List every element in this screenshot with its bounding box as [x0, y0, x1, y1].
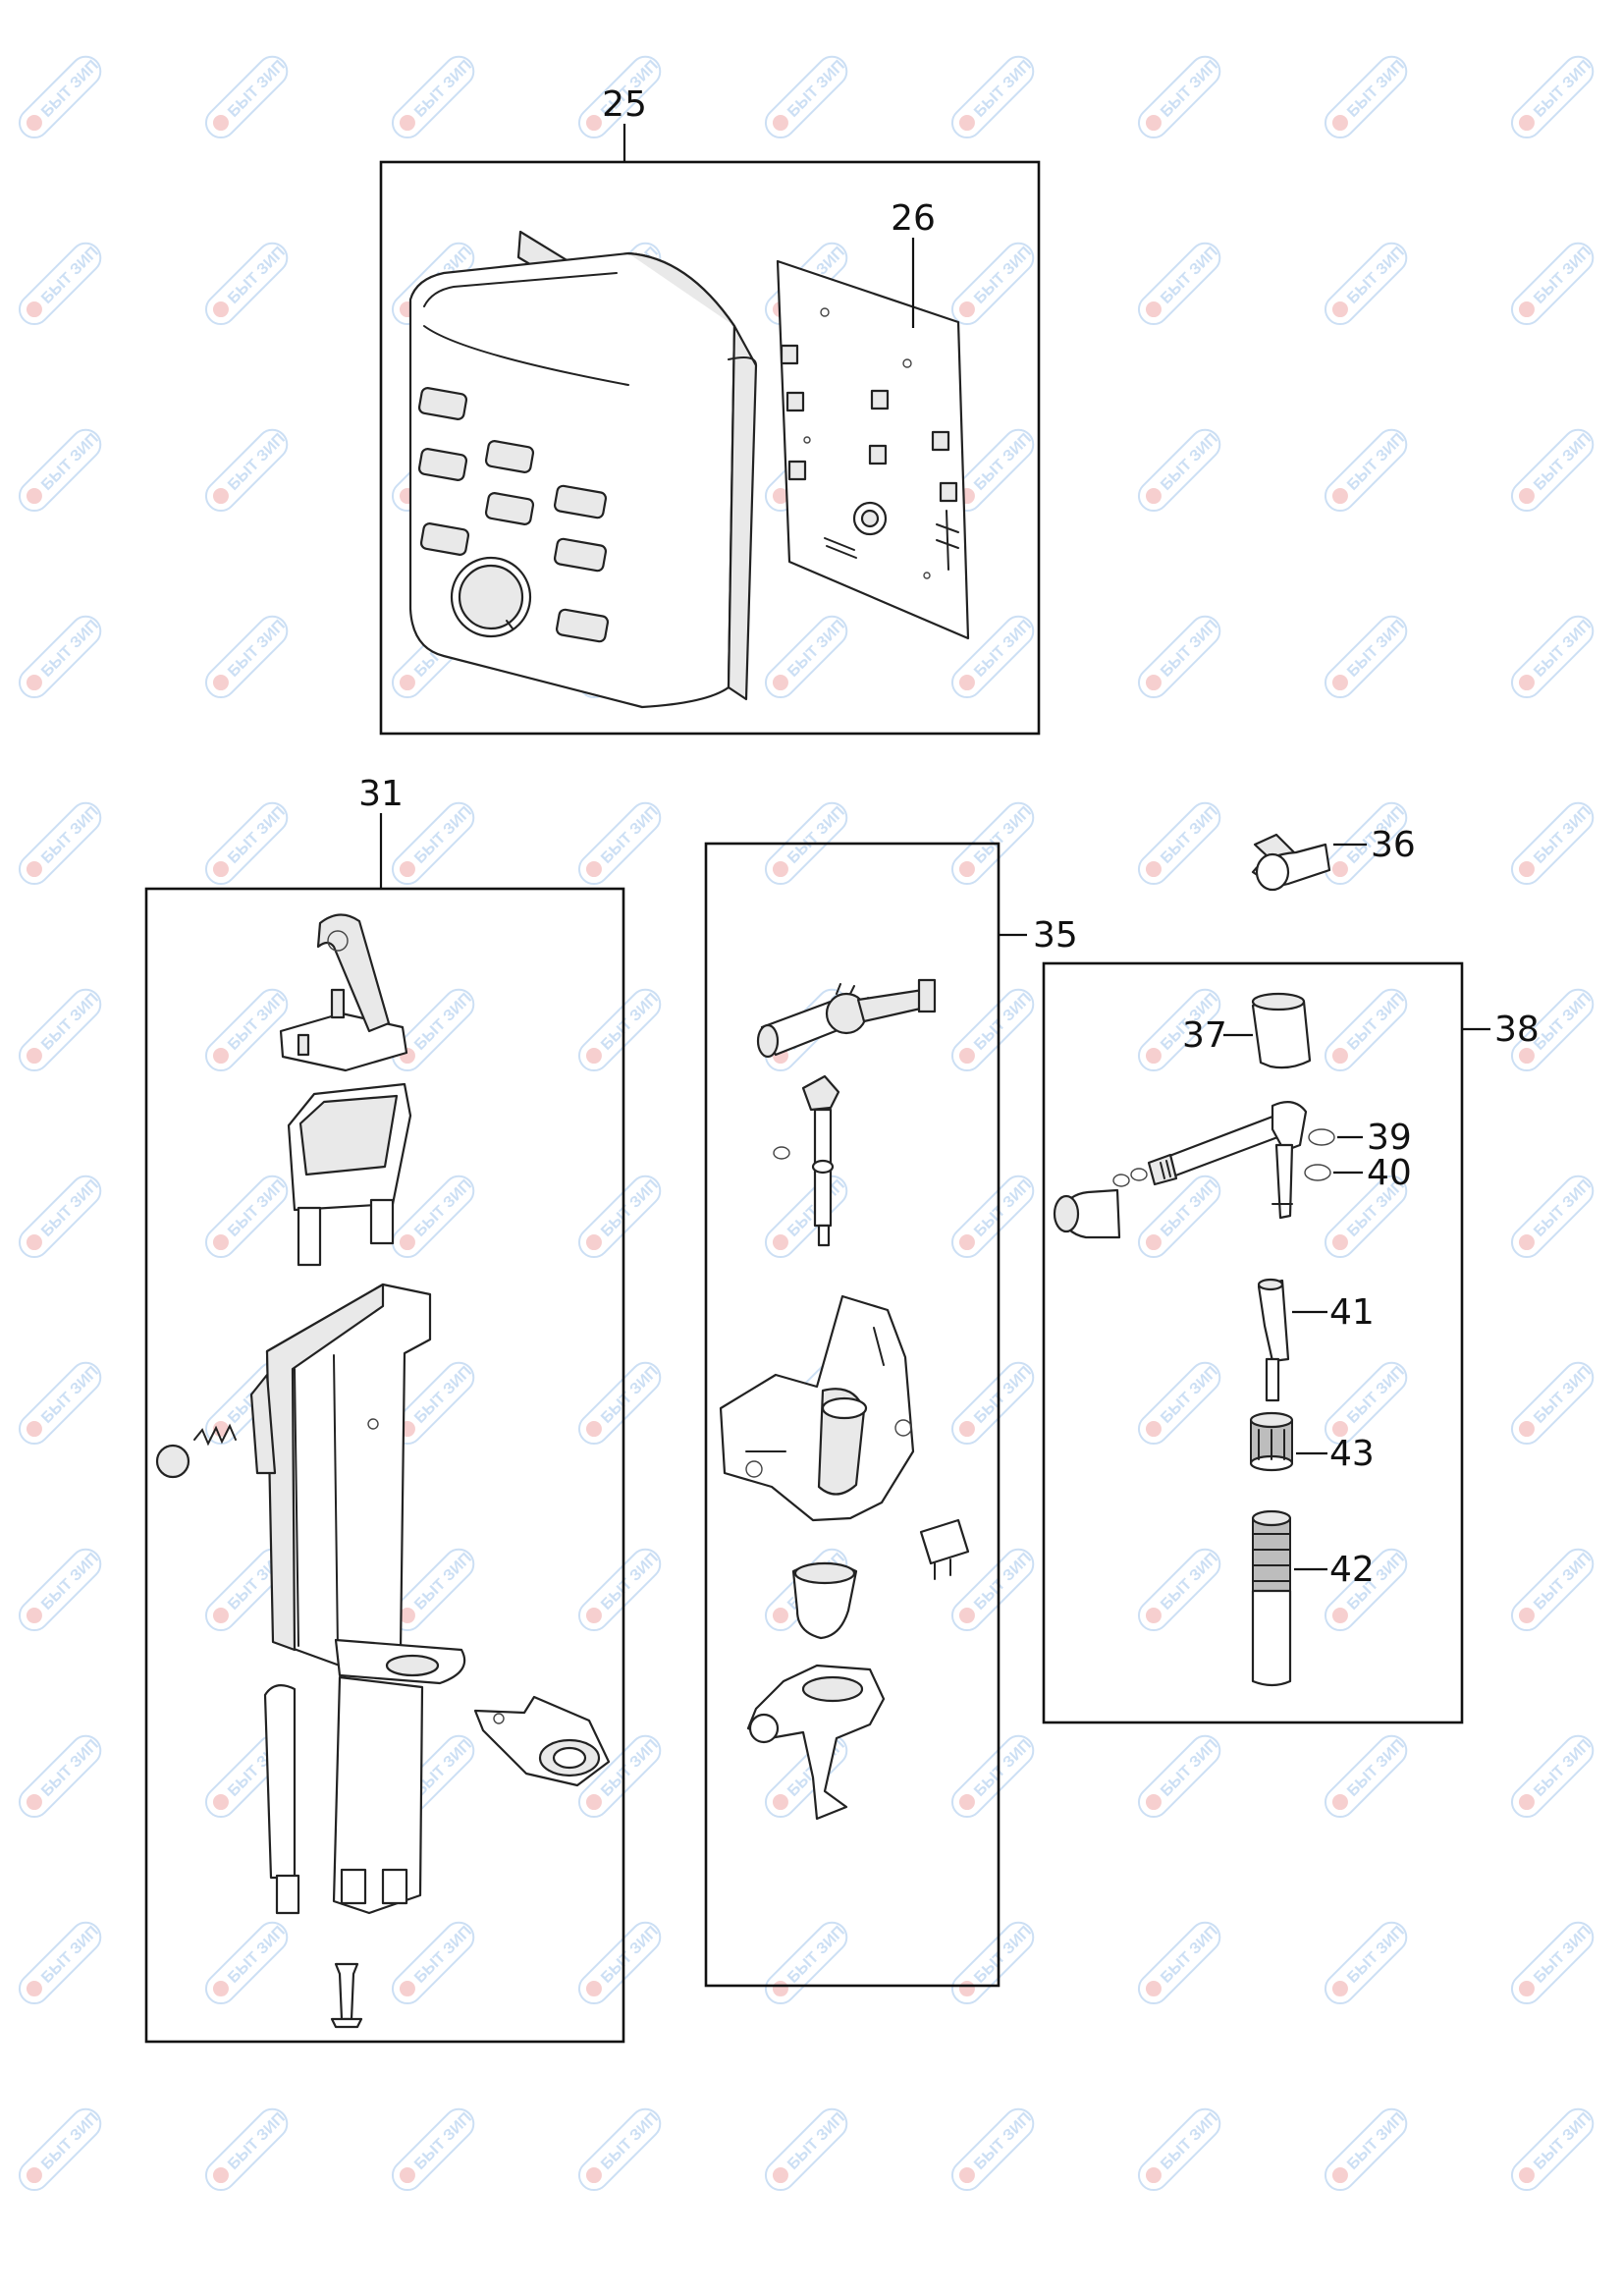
callout-35: 35 — [1033, 915, 1078, 956]
callout-43: 43 — [1329, 1434, 1375, 1474]
frame-25 — [379, 160, 1041, 736]
callout-41: 41 — [1329, 1292, 1375, 1333]
frame-38 — [1042, 961, 1464, 1724]
control-panel-housing — [408, 230, 758, 709]
callout-38: 38 — [1494, 1010, 1540, 1050]
callout-39: 39 — [1367, 1118, 1412, 1158]
group-38-spout-assembly: 38 37 39 40 — [1042, 961, 1540, 1724]
group-31-chute-assembly: 31 — [144, 774, 625, 2044]
callout-36: 36 — [1371, 825, 1416, 865]
control-board-pcb — [776, 259, 970, 640]
callout-31: 31 — [358, 774, 404, 814]
frame-35 — [704, 842, 1001, 1988]
callout-40: 40 — [1367, 1153, 1412, 1193]
part-36: 36 — [1251, 825, 1416, 892]
callout-26: 26 — [891, 198, 936, 239]
callout-25: 25 — [602, 84, 647, 125]
group-35-valve-assembly: 35 — [704, 842, 1078, 1988]
frame-31 — [144, 887, 625, 2044]
group-25-control-panel: 25 — [379, 84, 1041, 736]
callout-42: 42 — [1329, 1550, 1375, 1590]
callout-37: 37 — [1182, 1015, 1227, 1056]
